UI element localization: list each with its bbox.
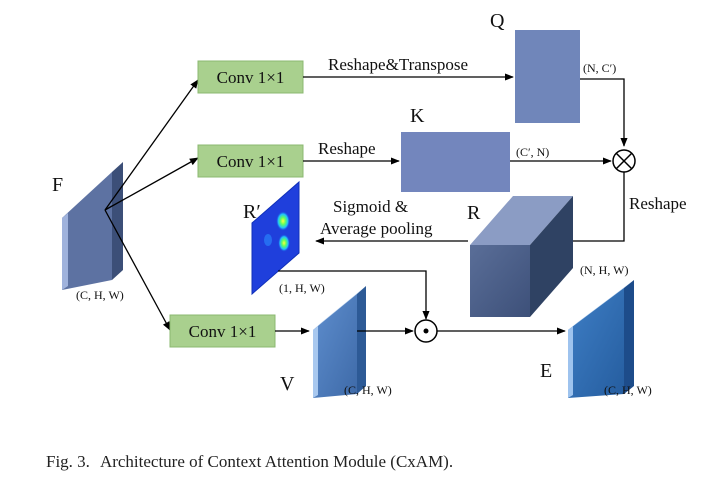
r-label: R [467,202,481,224]
conv-block-v: Conv 1×1 [169,314,276,348]
f-feature-block [62,162,123,290]
figure-caption: Fig. 3. Architecture of Context Attention… [46,452,706,472]
reshape-r-label: Reshape [629,194,687,213]
f-dimension: (C, H, W) [76,288,124,302]
matrix-multiply-operator [612,149,636,173]
conv-block-k: Conv 1×1 [197,144,304,178]
caption-text: Architecture of Context Attention Module… [99,452,454,471]
k-matrix [401,132,510,192]
q-dimension: (N, C′) [583,61,616,75]
arrow-multiply-to-r [556,172,625,245]
conv-block-v-label: Conv 1×1 [189,322,257,341]
branch-arrows [104,79,199,331]
reshape-k-label: Reshape [318,139,376,158]
rprime-label: R′ [243,201,261,223]
cxam-diagram: F (C, H, W) Conv 1×1 Conv 1×1 Conv 1×1 R… [52,10,687,398]
conv-block-k-label: Conv 1×1 [217,152,285,171]
e-dimension: (C, H, W) [604,383,652,397]
average-pooling-label: Average pooling [320,219,433,238]
k-label: K [410,105,425,127]
sigmoid-label: Sigmoid & [333,197,408,216]
v-dimension: (C, H, W) [344,383,392,397]
q-label: Q [490,10,505,32]
v-label: V [280,373,295,395]
e-label: E [540,360,552,382]
conv-block-q: Conv 1×1 [197,60,304,94]
conv-block-q-label: Conv 1×1 [217,68,285,87]
e-feature-block [568,280,634,398]
q-matrix [515,30,580,123]
r-dimension: (N, H, W) [580,263,628,277]
caption-prefix: Fig. 3. [46,452,90,471]
arrow-rprime-to-hadamard [278,270,430,320]
k-dimension: (C′, N) [516,145,549,159]
hadamard-operator [414,319,438,343]
rprime-dimension: (1, H, W) [279,281,325,295]
f-label: F [52,174,63,196]
v-feature-block [313,286,366,398]
reshape-transpose-label: Reshape&Transpose [328,55,468,74]
arrow-q-to-multiply [580,78,628,147]
rprime-attention-map [251,180,300,296]
r-tensor-cuboid [470,196,573,317]
